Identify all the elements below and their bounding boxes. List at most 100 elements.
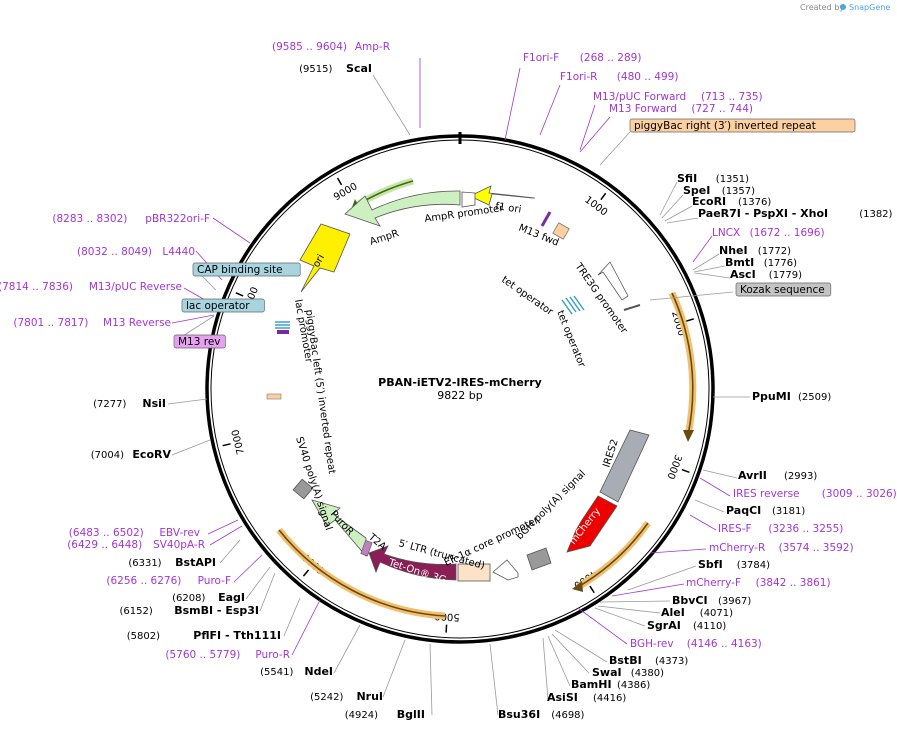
label-primer[interactable]: Amp-R(9585 .. 9604) — [272, 41, 390, 53]
label-site[interactable]: BbvCI(3967) — [672, 594, 751, 607]
tet-operator-feature[interactable] — [561, 295, 585, 315]
label-box-blue[interactable]: lac operator — [181, 298, 265, 313]
label-site[interactable]: BsmBI - Esp3I(6152) — [120, 604, 259, 617]
m13-fwd-feature[interactable] — [540, 211, 552, 227]
label-site[interactable]: EcoRV(7004) — [91, 448, 172, 461]
label-site[interactable]: SbfI(3784) — [698, 558, 770, 571]
label-site[interactable]: BamHI(4386) — [571, 678, 650, 691]
label-site[interactable]: Bsu36I(4698) — [498, 708, 585, 721]
ampr-promoter-feature[interactable] — [461, 191, 476, 208]
kozak-feature[interactable] — [623, 304, 641, 311]
label-site[interactable]: PflFI - Tth111I(5802) — [127, 629, 281, 642]
label-site[interactable]: ScaI(9515) — [299, 62, 372, 75]
orf-arc-1-line — [671, 292, 694, 436]
tick-mark — [235, 292, 244, 297]
label-site[interactable]: EcoRI(1376) — [692, 195, 771, 208]
site-position: (2993) — [784, 471, 817, 482]
tre3g-promoter-feature[interactable] — [597, 261, 629, 301]
label-site[interactable]: PpuMI(2509) — [752, 390, 831, 403]
label-box-blue[interactable]: CAP binding site — [192, 262, 301, 277]
puror-feature[interactable] — [311, 499, 367, 558]
label-site[interactable]: BglII(4924) — [345, 708, 425, 721]
label-primer[interactable]: SV40pA-R(6429 .. 6448) — [67, 539, 205, 551]
tick-label: 3000 — [664, 453, 683, 481]
label-box-orange[interactable]: piggyBac right (3′) inverted repeat — [629, 118, 856, 133]
ltr-truncated-feature[interactable] — [457, 563, 491, 582]
label-site[interactable]: EagI(6208) — [172, 591, 245, 604]
primer-position: (5760 .. 5779) — [165, 649, 240, 661]
label-primer[interactable]: pBR322ori-F(8283 .. 8302) — [52, 213, 210, 225]
label-primer[interactable]: mCherry-F(3842 .. 3861) — [686, 577, 831, 589]
lncx-feature[interactable] — [552, 222, 570, 240]
credit-text: Created by — [800, 3, 844, 12]
ampr-feature[interactable] — [344, 190, 461, 227]
ires2-feature[interactable] — [599, 429, 650, 503]
primer-name: M13/pUC Reverse — [89, 281, 182, 293]
label-primer[interactable]: LNCX(1672 .. 1696) — [712, 227, 825, 239]
label-site[interactable]: AleI(4071) — [661, 606, 733, 619]
label-primer[interactable]: M13/pUC Reverse(7814 .. 7836) — [0, 281, 182, 293]
feature-box — [173, 334, 226, 349]
site-name: BstBI — [609, 654, 642, 667]
label-site[interactable]: NdeI(5541) — [260, 665, 333, 678]
site-name: NdeI — [304, 665, 333, 678]
label-primer[interactable]: M13/pUC Forward(713 .. 735) — [593, 91, 763, 103]
label-site[interactable]: AsiSI(4416) — [547, 691, 626, 704]
mcherry-feature[interactable] — [566, 495, 618, 553]
label-site[interactable]: SpeI(1357) — [683, 184, 755, 197]
m13-rev-feature[interactable] — [277, 330, 289, 334]
piggybac-left-feature[interactable] — [266, 393, 282, 400]
label-box-gray[interactable]: Kozak sequence — [735, 282, 832, 297]
tick-mark — [302, 569, 310, 577]
label-primer[interactable]: BGH-rev(4146 .. 4163) — [630, 638, 762, 650]
label-primer[interactable]: M13 Forward(727 .. 744) — [609, 103, 753, 115]
label-site[interactable]: SfiI(1351) — [677, 172, 749, 185]
label-primer[interactable]: F1ori-F(268 .. 289) — [523, 52, 641, 64]
label-site[interactable]: NheI(1772) — [719, 244, 791, 257]
box-label-text: Kozak sequence — [740, 284, 825, 296]
orf-arc-2-head — [572, 581, 583, 592]
site-name: SbfI — [698, 558, 723, 571]
credit-brand: SnapGene — [849, 3, 890, 12]
label-primer[interactable]: IRES-F(3236 .. 3255) — [718, 523, 843, 535]
label-site[interactable]: SgrAI(4110) — [647, 619, 726, 632]
label-primer[interactable]: L4440(8032 .. 8049) — [77, 246, 195, 258]
site-position: (7277) — [93, 399, 126, 410]
label-site[interactable]: SwaI(4380) — [592, 666, 664, 679]
ori-feature[interactable] — [299, 223, 351, 293]
primer-name: LNCX — [712, 227, 740, 239]
site-position: (1357) — [722, 186, 755, 197]
label-primer[interactable]: F1ori-R(480 .. 499) — [560, 71, 678, 83]
label-site[interactable]: NruI(5242) — [310, 690, 383, 703]
label-site[interactable]: NsiI(7277) — [93, 397, 166, 410]
sv40-polya-feature[interactable] — [292, 478, 314, 500]
site-name: PflFI - Tth111I — [193, 629, 281, 642]
label-primer[interactable]: Puro-R(5760 .. 5779) — [165, 649, 290, 661]
label-box-purple[interactable]: M13 rev — [173, 334, 226, 349]
site-position: (4373) — [655, 656, 688, 667]
label-primer[interactable]: EBV-rev(6483 .. 6502) — [69, 527, 200, 539]
lac-operator-feature[interactable] — [275, 321, 290, 329]
tet-on-3g-feature[interactable] — [368, 545, 457, 581]
t2a-feature[interactable] — [360, 540, 373, 557]
label-site[interactable]: BstBI (4373) — [609, 654, 688, 667]
primer-name: IRES-F — [718, 523, 752, 535]
bgh-polya-feature[interactable] — [526, 547, 552, 571]
snapgene-credit: Created by SnapGene — [800, 3, 890, 12]
label-site[interactable]: PaeR7I - PspXI - XhoI(1382) — [698, 207, 893, 220]
site-position: (1376) — [738, 197, 771, 208]
label-site[interactable]: AvrII(2993) — [738, 469, 817, 482]
label-site[interactable]: PaqCI(3181) — [726, 504, 805, 517]
label-site[interactable]: AscI(1779) — [730, 268, 802, 281]
tick-label: 1000 — [582, 194, 609, 218]
label-primer[interactable]: IRES reverse(3009 .. 3026) — [733, 488, 897, 500]
ef1a-promoter-feature[interactable] — [492, 559, 519, 581]
label-site[interactable]: BstAPI(6331) — [128, 556, 216, 569]
label-primer[interactable]: Puro-F(6256 .. 6276) — [106, 575, 231, 587]
label-site[interactable]: BmtI(1776) — [725, 256, 797, 269]
label-primer[interactable]: M13 Reverse(7801 .. 7817) — [13, 317, 171, 329]
label-primer[interactable]: mCherry-R(3574 .. 3592) — [709, 542, 854, 554]
primer-position: (268 .. 289) — [580, 52, 642, 64]
f1-ori-feature[interactable] — [469, 185, 536, 206]
